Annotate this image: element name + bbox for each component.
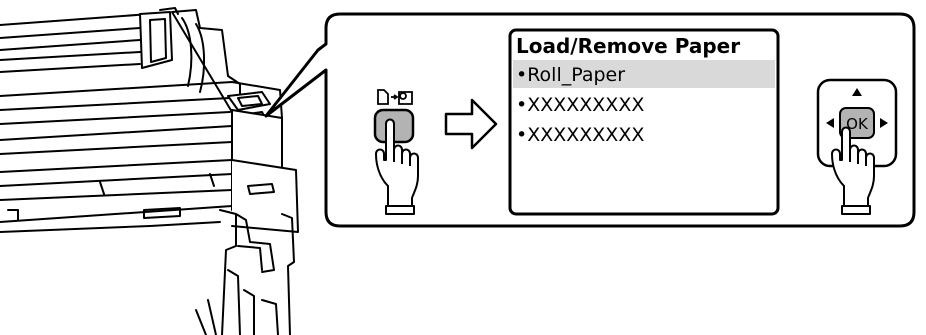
screen-title: Load/Remove Paper [516,34,740,58]
hand-pointer-icon [375,118,419,215]
menu-item-highlight [513,60,775,88]
right-arrow-icon [444,98,498,150]
paper-feed-button-group [373,89,419,215]
menu-item[interactable]: •XXXXXXXXX [516,124,644,146]
lcd-screen: Load/Remove Paper •Roll_Paper •XXXXXXXXX… [508,28,780,216]
up-arrow-icon[interactable] [852,88,862,96]
paper-feed-icon [377,89,413,105]
ok-button-label: OK [846,115,869,133]
left-arrow-icon[interactable] [826,118,834,128]
hand-pointer-icon [831,126,875,215]
menu-item-roll-paper[interactable]: •Roll_Paper [516,64,625,86]
menu-item[interactable]: •XXXXXXXXX [516,94,644,116]
printer-illustration [0,7,299,335]
right-arrow-key-icon[interactable] [880,118,888,128]
dpad-icon: OK [816,78,898,215]
